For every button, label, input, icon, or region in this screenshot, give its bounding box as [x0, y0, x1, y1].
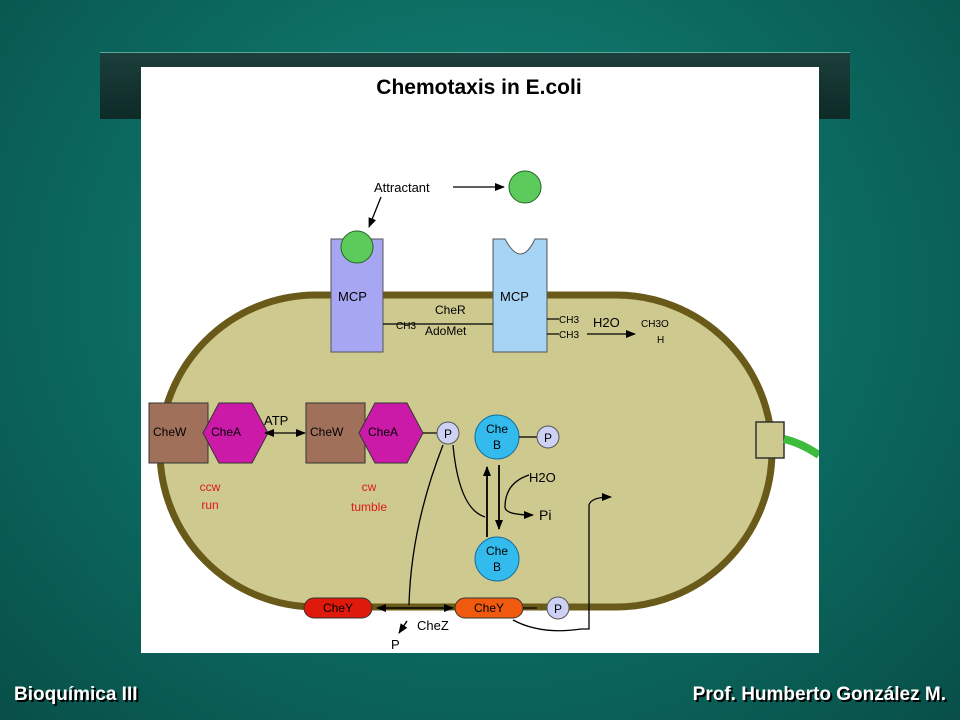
cheb-unphosphorylated — [474, 536, 520, 582]
chew-left — [148, 402, 209, 464]
chey-p-to-motor — [512, 493, 612, 632]
atp-label: ATP — [264, 413, 288, 428]
chea-right — [358, 402, 424, 464]
chey-right-label: CheY — [474, 601, 504, 615]
flagellum — [783, 435, 819, 459]
cheb-bottom-label-2: B — [493, 560, 501, 574]
flagellar-motor — [755, 421, 785, 459]
chey-left — [303, 597, 373, 619]
ch3-label-2: CH3 — [559, 330, 579, 341]
chea-right-label: CheA — [368, 425, 398, 439]
chea-left-label: CheA — [211, 425, 241, 439]
diagram-title: Chemotaxis in E.coli — [376, 76, 581, 99]
cw-label: cw — [362, 480, 377, 494]
chemotaxis-diagram: Chemotaxis in E.coli Attractant MCP MCP … — [148, 76, 819, 652]
attractant-binding-arrow — [368, 196, 382, 228]
chey-left-label: CheY — [323, 601, 353, 615]
ch3oh-label-line2: H — [657, 335, 664, 346]
cheb-hydrolysis-arrow — [504, 474, 534, 519]
attractant-label: Attractant — [374, 180, 430, 195]
course-label: Bioquímica III — [14, 684, 138, 705]
author-label: Prof. Humberto González M. — [692, 684, 946, 705]
ch3oh-label-line1: CH3O — [641, 319, 669, 330]
chez-label: CheZ — [417, 618, 449, 633]
cheb-phosphate — [536, 425, 560, 449]
cher-label: CheR — [435, 303, 466, 317]
h2o-label-cheb: H2O — [529, 470, 556, 485]
ccw-label: ccw — [200, 480, 221, 494]
chez-arrow — [398, 620, 408, 634]
free-attractant — [508, 170, 542, 204]
chey-phosphate — [546, 596, 570, 620]
chew-right-label: CheW — [310, 425, 344, 439]
chea-phosphate — [436, 421, 460, 445]
chea-phosphate-label: P — [444, 427, 452, 441]
h2o-label-top: H2O — [593, 315, 620, 330]
ch3-label-1: CH3 — [559, 315, 579, 326]
released-p-label: P — [391, 637, 400, 652]
diagram-panel: Chemotaxis in E.coli Attractant MCP MCP … — [141, 67, 819, 653]
cheb-top-label-2: B — [493, 438, 501, 452]
adomet-label: AdoMet — [425, 324, 467, 338]
tumble-label: tumble — [351, 500, 387, 514]
bound-attractant — [340, 230, 374, 264]
cheb-phosphate-label: P — [544, 431, 552, 445]
mcp-ch3-label: CH3 — [396, 321, 416, 332]
chey-phosphate-label: P — [554, 602, 562, 616]
chew-left-label: CheW — [153, 425, 187, 439]
chew-right — [305, 402, 366, 464]
p-transfer-to-chey — [408, 444, 444, 606]
run-label: run — [201, 498, 218, 512]
cheb-bottom-label-1: Che — [486, 544, 508, 558]
mcp-occupied-label: MCP — [338, 289, 367, 304]
mcp-free-label: MCP — [500, 289, 529, 304]
cheb-top-label-1: Che — [486, 422, 508, 436]
pi-label: Pi — [539, 507, 551, 523]
chea-left — [202, 402, 269, 464]
mcp-free — [492, 238, 548, 353]
p-transfer-to-cheb — [452, 444, 486, 518]
